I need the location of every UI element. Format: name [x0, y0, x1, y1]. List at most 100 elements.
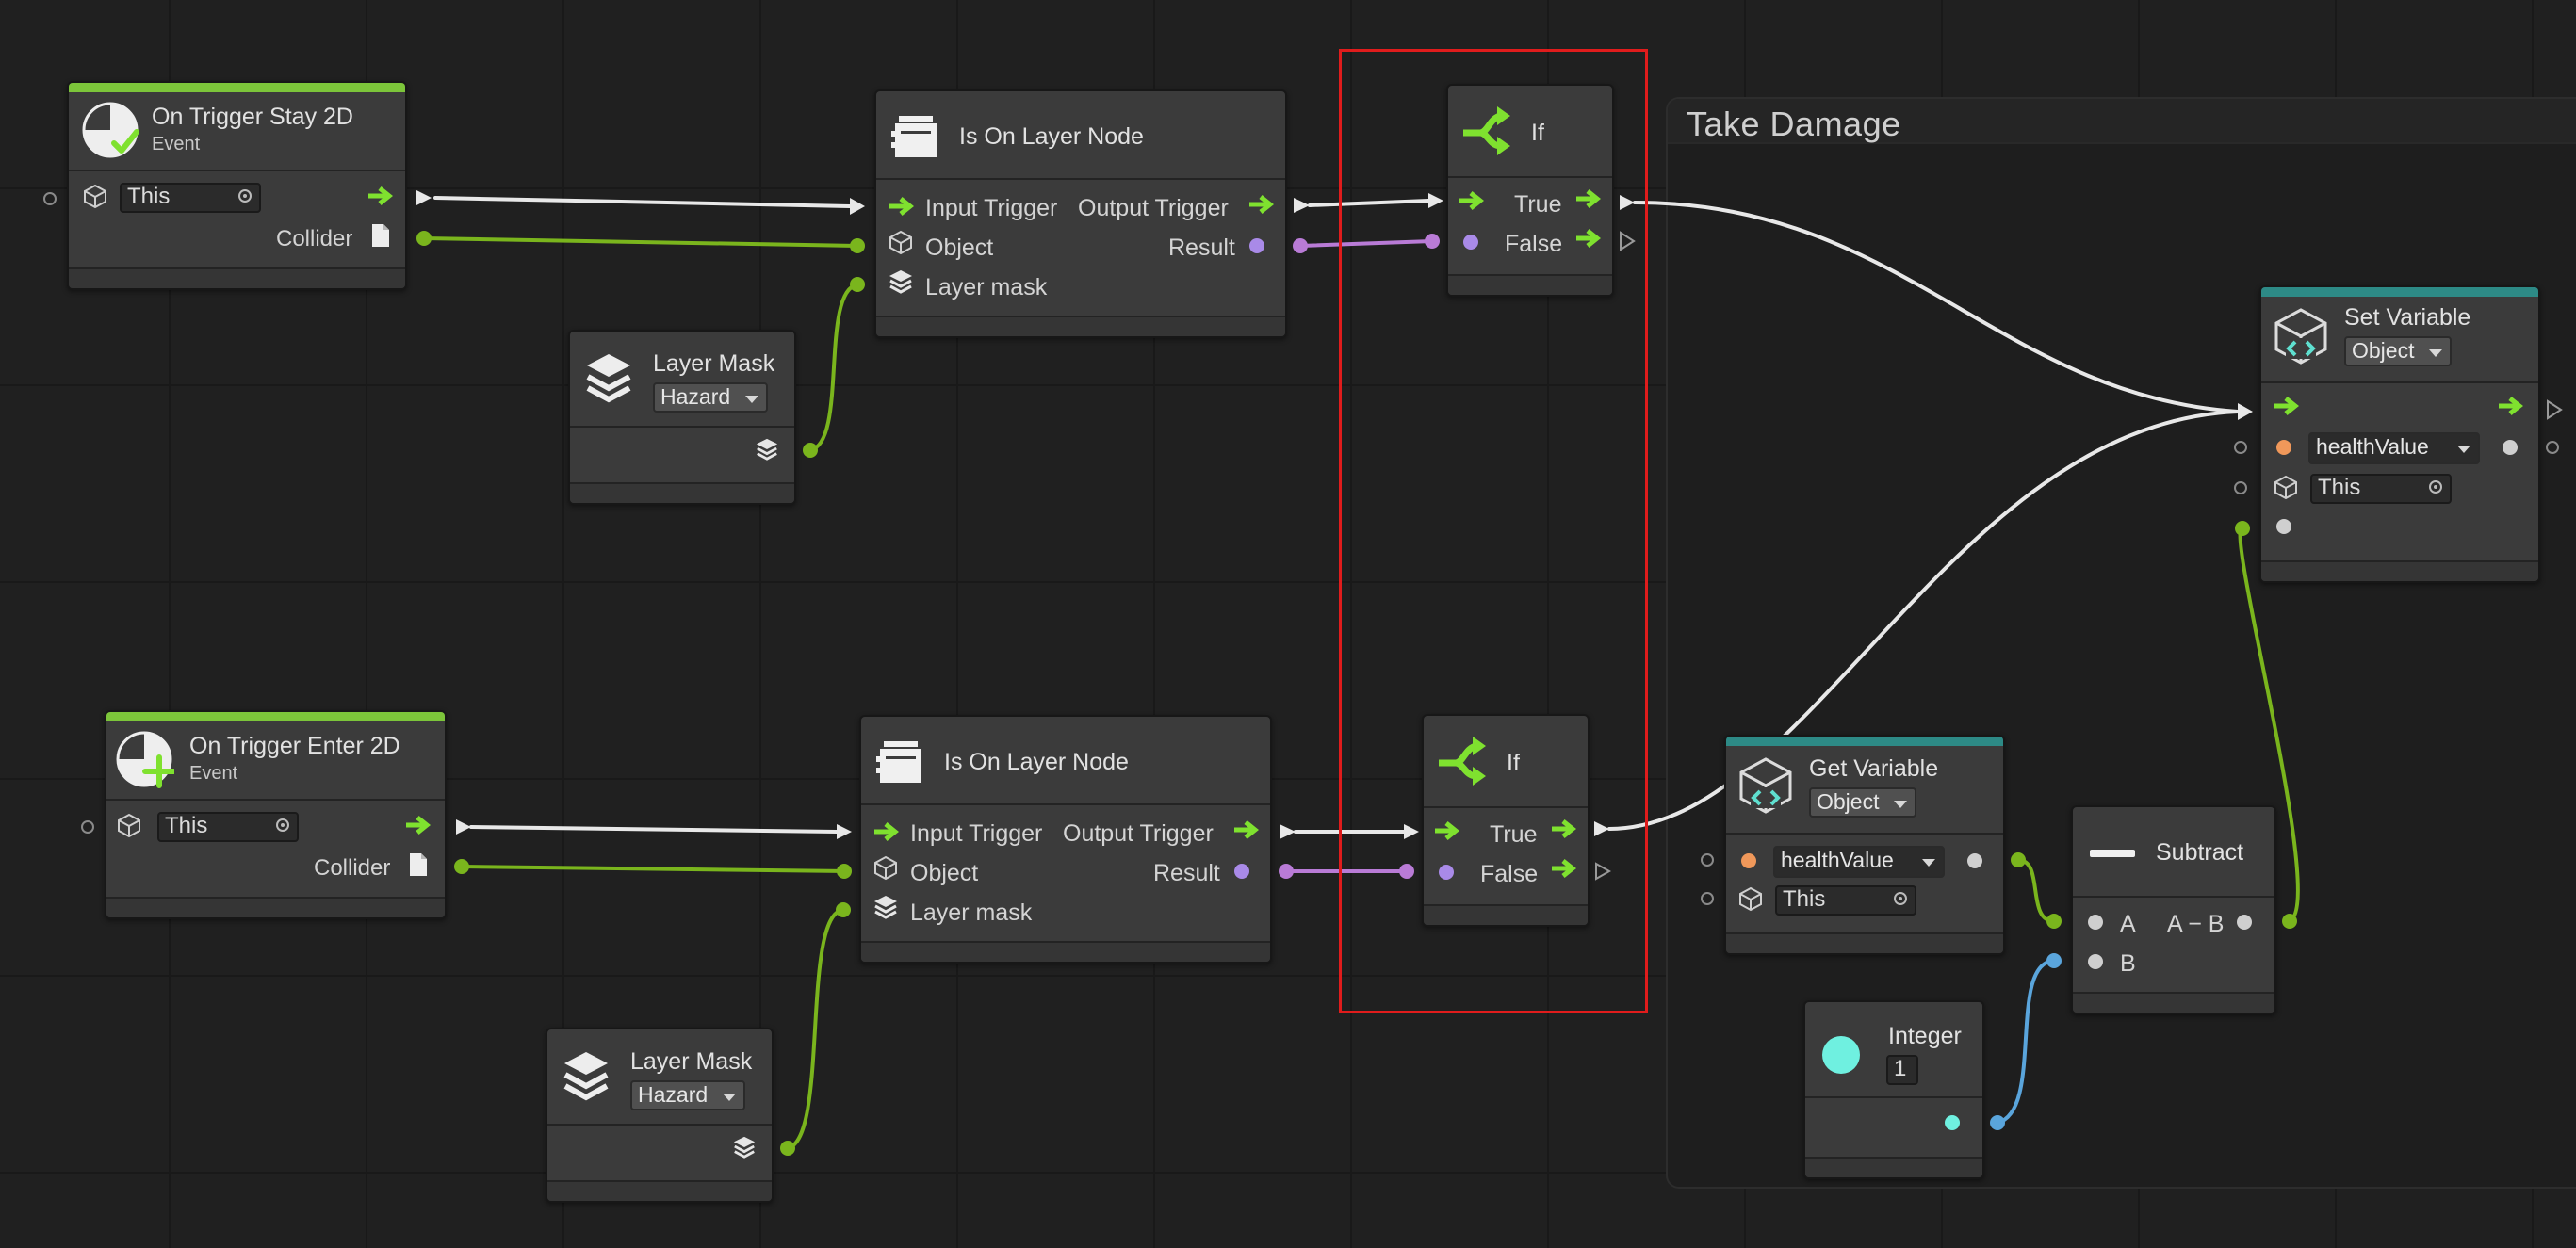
value-out-port[interactable] — [2503, 440, 2518, 455]
divider — [1424, 806, 1588, 808]
node-footer — [1726, 932, 2003, 953]
input-trigger-label: Input Trigger — [925, 195, 1058, 221]
node-title: Get Variable — [1809, 755, 1939, 782]
target-icon[interactable] — [2429, 480, 2442, 494]
divider — [1805, 1096, 1982, 1098]
layer-dropdown[interactable]: Hazard — [630, 1080, 745, 1110]
dropdown-caret-icon — [2457, 446, 2470, 453]
cube-icon — [84, 184, 106, 209]
minus-icon — [2090, 850, 2135, 857]
integer-circle-icon — [1822, 1036, 1860, 1074]
output-trigger-label: Output Trigger — [1078, 195, 1229, 221]
node-on-trigger-stay-2d[interactable]: On Trigger Stay 2D Event This Collider — [67, 81, 407, 290]
dropdown-caret-icon — [745, 396, 758, 403]
target-field[interactable]: This — [1775, 885, 1916, 916]
group-title[interactable]: Take Damage — [1687, 105, 1901, 143]
node-title: Integer — [1888, 1023, 1962, 1049]
wire-result-to-if-top — [1298, 239, 1434, 248]
target-icon[interactable] — [1894, 892, 1907, 905]
cube-icon — [118, 813, 140, 838]
port-trigger-stay-in[interactable] — [43, 192, 57, 205]
node-footer — [876, 316, 1285, 336]
node-set-variable[interactable]: Set Variable Object healthValue This — [2259, 285, 2540, 583]
node-subtract[interactable]: Subtract A A − B B — [2071, 805, 2276, 1014]
node-on-trigger-enter-2d[interactable]: On Trigger Enter 2D Event This Collider — [105, 710, 447, 919]
b-port[interactable] — [2088, 954, 2103, 969]
group-header[interactable] — [1668, 99, 2576, 144]
port-set-variable-out[interactable] — [2546, 441, 2559, 454]
divider — [69, 170, 405, 171]
layer-dropdown[interactable]: Hazard — [653, 382, 768, 413]
target-icon[interactable] — [276, 818, 289, 832]
node-if-top[interactable]: If True False — [1446, 84, 1614, 297]
dropdown-caret-icon — [723, 1094, 736, 1101]
cube-icon — [874, 855, 897, 881]
divider — [570, 426, 794, 428]
result-label: Result — [1153, 860, 1220, 886]
target-field[interactable]: This — [120, 183, 261, 213]
integer-value-field[interactable]: 1 — [1886, 1055, 1918, 1085]
port-get-variable-name-in[interactable] — [1701, 853, 1714, 867]
condition-port[interactable] — [1439, 865, 1454, 880]
node-get-variable[interactable]: Get Variable Object healthValue This — [1724, 735, 2005, 955]
false-label: False — [1505, 231, 1563, 257]
node-is-on-layer-bottom[interactable]: Is On Layer Node Input Trigger Output Tr… — [859, 715, 1272, 964]
node-title: If — [1507, 750, 1520, 776]
flow-arrow-icon — [1459, 191, 1485, 210]
branch-icon — [1439, 737, 1486, 786]
result-label: Result — [1168, 235, 1235, 261]
result-port[interactable] — [1249, 238, 1264, 253]
wire-mask-to-layer-bottom — [786, 908, 845, 1150]
node-title: On Trigger Enter 2D — [189, 733, 400, 759]
wire-subtract-to-set — [2238, 526, 2300, 923]
variable-kind-dropdown[interactable]: Object — [2344, 336, 2452, 366]
layer-node-icon — [891, 116, 937, 157]
output-trigger-label: Output Trigger — [1063, 820, 1214, 847]
integer-out-port[interactable] — [1945, 1115, 1960, 1130]
value-out-port[interactable] — [1967, 853, 1982, 868]
node-title: Set Variable — [2344, 304, 2471, 331]
a-port[interactable] — [2088, 915, 2103, 930]
layer-mask-label: Layer mask — [925, 274, 1048, 300]
node-integer[interactable]: Integer 1 — [1803, 1000, 1984, 1179]
flow-arrow-icon — [1435, 821, 1460, 840]
port-get-variable-target-in[interactable] — [1701, 892, 1714, 905]
branch-icon — [1463, 106, 1510, 155]
event-bar — [106, 712, 445, 721]
target-value: This — [165, 813, 208, 838]
target-icon[interactable] — [238, 189, 252, 203]
port-set-variable-target-in[interactable] — [2234, 481, 2247, 494]
layer-mask-label: Layer mask — [910, 900, 1033, 926]
variable-name-dropdown[interactable]: healthValue — [2308, 432, 2480, 464]
divider — [861, 803, 1270, 805]
flow-arrow-icon — [1576, 229, 1602, 248]
layer-node-icon — [876, 741, 921, 783]
condition-port[interactable] — [1463, 235, 1478, 250]
node-title: On Trigger Stay 2D — [152, 104, 353, 130]
port-trigger-enter-in[interactable] — [81, 820, 94, 834]
result-port[interactable] — [2237, 915, 2252, 930]
flow-arrow-icon — [889, 197, 915, 216]
flow-arrow-icon — [2499, 397, 2524, 415]
wire-flow-if-top-true-to-set — [1633, 201, 2240, 413]
target-field[interactable]: This — [2310, 474, 2452, 504]
result-port[interactable] — [1234, 864, 1249, 879]
node-layer-mask-bottom[interactable]: Layer Mask Hazard — [546, 1028, 774, 1203]
variable-kind-dropdown[interactable]: Object — [1809, 787, 1916, 818]
file-icon — [372, 224, 389, 247]
variable-name-dropdown[interactable]: healthValue — [1773, 846, 1945, 878]
node-layer-mask-top[interactable]: Layer Mask Hazard — [568, 330, 796, 505]
event-bar — [69, 83, 405, 92]
cube-icon — [2274, 475, 2297, 500]
variable-port[interactable] — [2276, 440, 2291, 455]
node-is-on-layer-top[interactable]: Is On Layer Node Input Trigger Output Tr… — [874, 89, 1287, 338]
variable-port[interactable] — [1741, 853, 1756, 868]
port-set-variable-name-in[interactable] — [2234, 441, 2247, 454]
layer-value: Hazard — [638, 1082, 709, 1107]
node-footer — [547, 1180, 772, 1201]
target-field[interactable]: This — [157, 812, 299, 842]
node-if-bottom[interactable]: If True False — [1422, 714, 1590, 927]
value-in-port[interactable] — [2276, 519, 2291, 534]
layers-icon — [889, 270, 912, 294]
true-label: True — [1490, 821, 1538, 848]
